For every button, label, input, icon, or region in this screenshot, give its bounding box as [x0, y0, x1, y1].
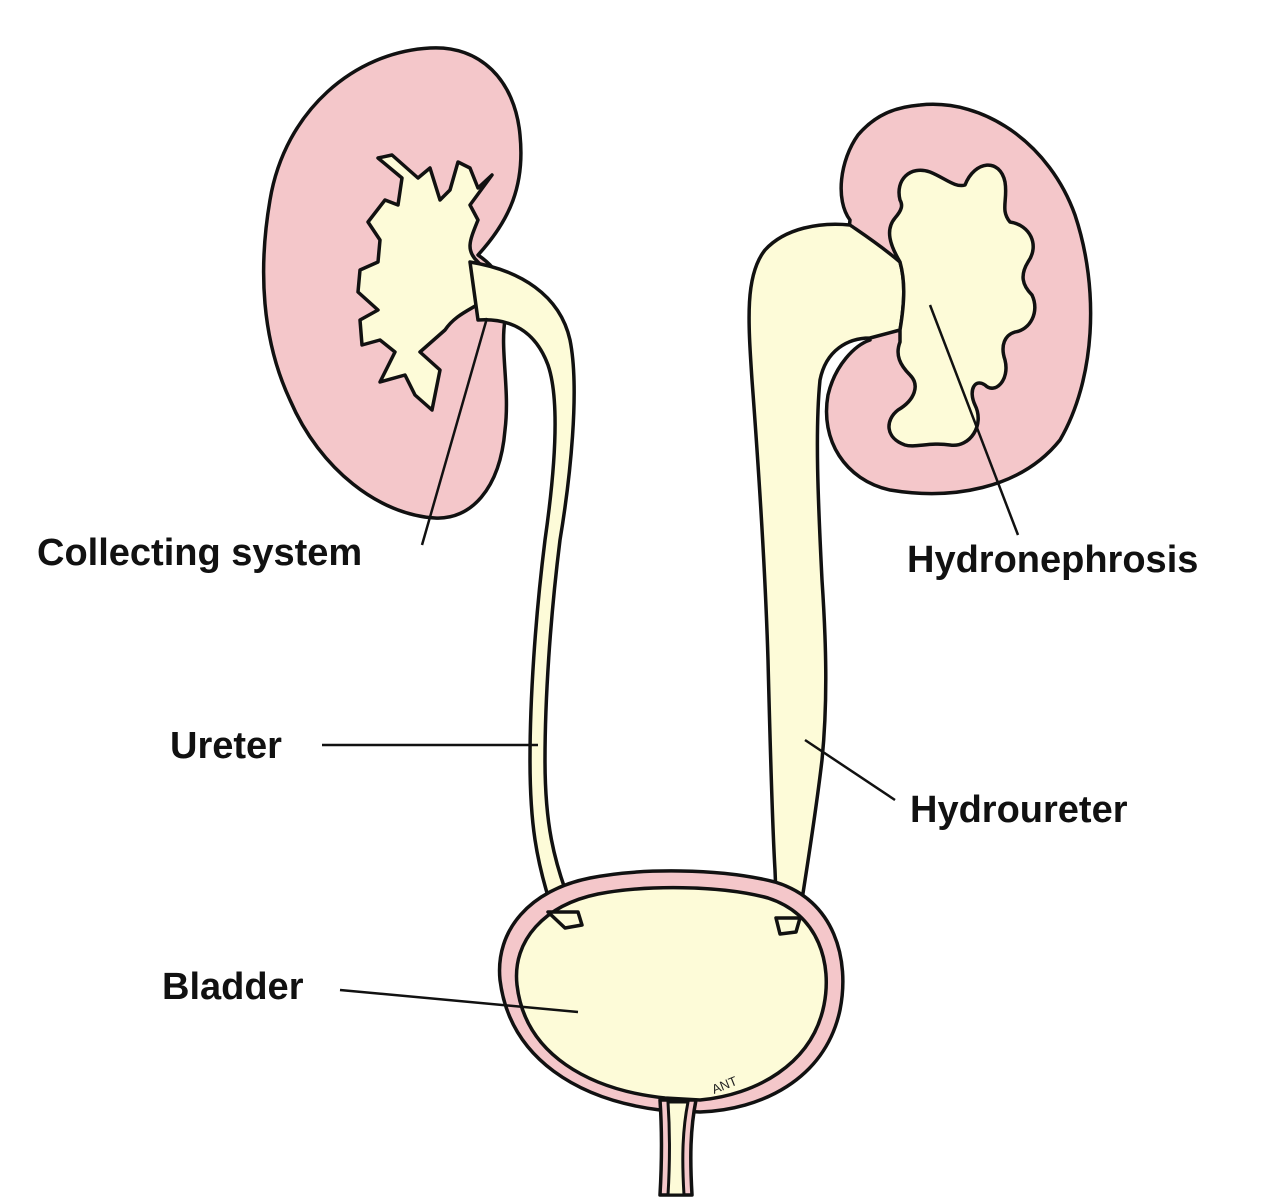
right-ureter-entry — [774, 916, 802, 936]
hydronephrosis-leader — [928, 304, 1020, 536]
bladder-label: Bladder — [162, 966, 304, 1008]
bladder-lumen — [514, 885, 828, 1102]
collecting-system-leader — [420, 317, 489, 546]
right-hydroureter — [747, 222, 906, 927]
left-ureter-entry — [546, 910, 584, 930]
right-dilated-collecting-system — [887, 163, 1037, 448]
collecting-system-label: Collecting system — [37, 532, 362, 574]
hydroureter-leader — [804, 738, 896, 802]
hydronephrosis-label: Hydronephrosis — [907, 539, 1198, 581]
ureter-label: Ureter — [170, 725, 282, 767]
hydroureter-label: Hydroureter — [910, 789, 1128, 831]
urethra-lumen — [666, 1100, 690, 1197]
bladder-leader — [339, 988, 579, 1014]
